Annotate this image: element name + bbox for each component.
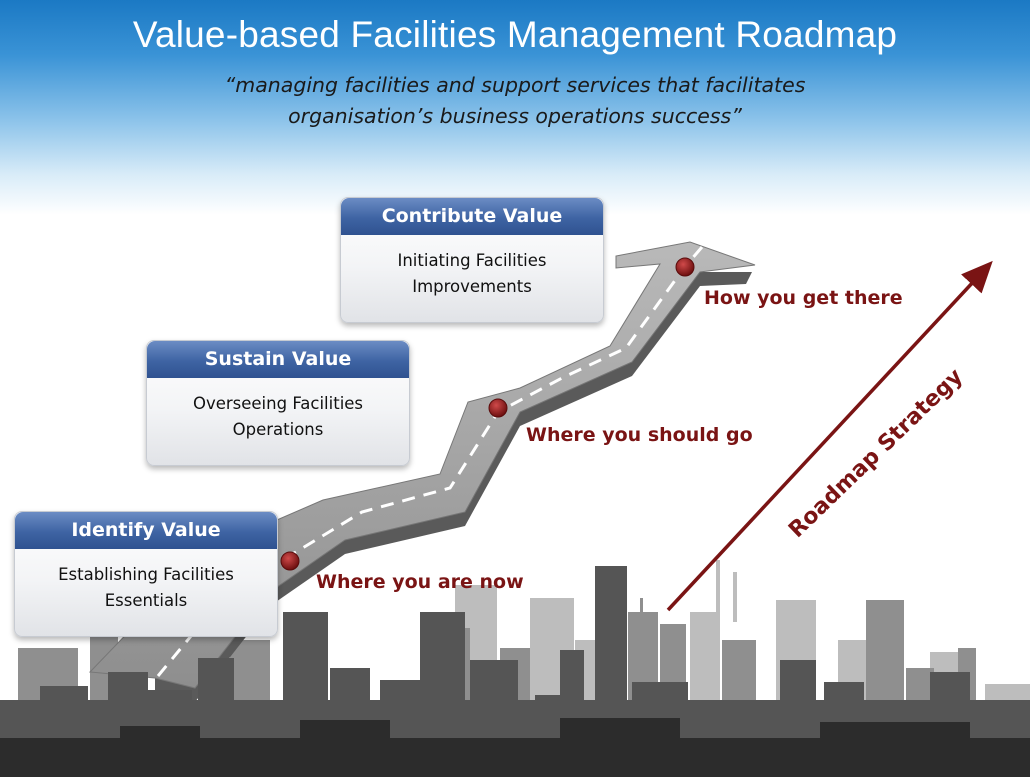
roadmap-strategy-arrow	[666, 260, 993, 612]
tagline-quote: “managing facilities and support service…	[0, 70, 1030, 132]
milestone-dot-there	[675, 257, 695, 277]
milestone-label-should: Where you should go	[526, 424, 753, 446]
card-identify-value: Identify Value Establishing Facilities E…	[14, 511, 278, 637]
card-heading: Contribute Value	[341, 198, 603, 235]
milestone-dot-should	[488, 398, 508, 418]
milestone-dot-now	[280, 551, 300, 571]
card-body: Establishing Facilities Essentials	[15, 549, 277, 614]
card-heading: Sustain Value	[147, 341, 409, 378]
skyline-front	[0, 566, 1030, 742]
card-text-line: Initiating Facilities	[397, 251, 547, 270]
card-text-line: Operations	[232, 420, 324, 439]
road-sides	[155, 272, 752, 702]
card-contribute-value: Contribute Value Initiating Facilities I…	[340, 197, 604, 323]
card-text-line: Overseeing Facilities	[192, 394, 364, 413]
card-text-line: Essentials	[104, 591, 188, 610]
card-text-line: Establishing Facilities	[58, 565, 234, 584]
milestone-label-there: How you get there	[704, 287, 903, 309]
card-heading: Identify Value	[15, 512, 277, 549]
tagline-line-1: “managing facilities and support service…	[224, 73, 806, 97]
page-title: Value-based Facilities Management Roadma…	[132, 14, 898, 55]
card-body: Initiating Facilities Improvements	[341, 235, 603, 300]
skyline-darkest	[0, 718, 1030, 777]
tagline-line-2: organisation’s business operations succe…	[288, 104, 742, 128]
card-sustain-value: Sustain Value Overseeing Facilities Oper…	[146, 340, 410, 466]
milestone-label-now: Where you are now	[316, 571, 524, 593]
card-text-line: Improvements	[412, 277, 532, 296]
card-body: Overseeing Facilities Operations	[147, 378, 409, 443]
